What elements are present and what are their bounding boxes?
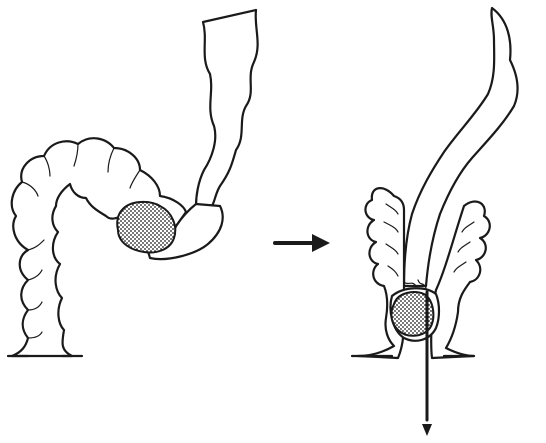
right-panel-colon: [352, 8, 517, 420]
right-arrow-icon: [275, 234, 330, 252]
descending-colon: [196, 10, 258, 212]
down-arrow-icon: [422, 424, 432, 436]
right-pelvic-wall: [431, 201, 490, 358]
tumor: [117, 202, 175, 253]
left-panel-colon: [8, 10, 258, 356]
